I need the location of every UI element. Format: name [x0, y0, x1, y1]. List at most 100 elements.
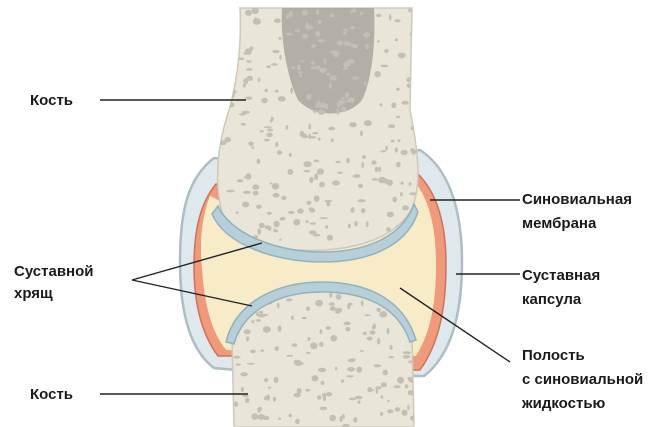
upper-bone: [212, 7, 422, 262]
bone-pore: [377, 40, 380, 42]
bone-pore: [314, 173, 318, 180]
bone-pore: [387, 212, 394, 218]
bone-pore: [264, 126, 272, 128]
bone-pore: [410, 31, 415, 37]
bone-pore: [224, 86, 227, 91]
bone-pore: [388, 124, 395, 128]
bone-pore: [380, 65, 388, 68]
bone-pore: [375, 167, 379, 172]
bone-pore: [360, 130, 363, 136]
bone-pore: [372, 325, 375, 329]
bone-pore: [314, 195, 320, 201]
bone-pore: [347, 59, 355, 63]
bone-pore: [309, 230, 317, 234]
label-synovial-membrane: Синовиальная мембрана: [522, 191, 636, 232]
bone-pore: [313, 234, 321, 237]
bone-pore: [273, 397, 276, 402]
bone-pore: [260, 130, 264, 132]
bone-pore: [350, 210, 354, 213]
bone-pore: [279, 55, 281, 60]
bone-pore: [266, 133, 272, 138]
bone-pore: [246, 336, 249, 341]
bone-pore: [411, 149, 416, 154]
bone-pore: [358, 199, 366, 202]
bone-pore: [348, 224, 351, 229]
bone-pore: [413, 50, 416, 52]
bone-pore: [387, 400, 390, 402]
bone-pore: [224, 43, 231, 48]
bone-pore: [286, 298, 293, 301]
bone-pore: [345, 327, 350, 331]
bone-pore: [234, 59, 237, 63]
bone-pore: [298, 71, 304, 73]
bone-pore: [293, 219, 300, 225]
label-cartilage-line1: Суставной: [14, 263, 94, 280]
bone-pore: [402, 205, 409, 210]
bone-pore: [330, 75, 337, 81]
bone-pore: [330, 14, 334, 18]
bone-pore: [257, 414, 265, 420]
bone-pore: [401, 101, 408, 105]
bone-pore: [409, 182, 412, 186]
bone-pore: [328, 127, 335, 131]
bone-pore: [251, 413, 258, 420]
bone-pore: [231, 67, 236, 72]
bone-pore: [361, 300, 364, 306]
bone-pore: [279, 239, 281, 241]
bone-pore: [366, 221, 369, 227]
bone-pore: [259, 223, 265, 229]
bone-pore: [275, 142, 278, 147]
bone-pore: [289, 153, 292, 157]
bone-pore: [317, 168, 324, 174]
bone-pore: [353, 417, 357, 423]
bone-pore: [306, 22, 309, 28]
bone-pore: [413, 74, 416, 77]
bone-pore: [304, 161, 312, 167]
bone-pore: [335, 367, 338, 371]
bone-pore: [411, 126, 414, 130]
bone-pore: [288, 414, 292, 417]
bone-pore: [300, 131, 305, 137]
bone-pore: [244, 329, 251, 334]
bone-pore: [361, 208, 366, 213]
bone-pore: [377, 338, 380, 345]
label-bone-bottom: Кость: [30, 386, 73, 403]
label-cavity-line3: жидкостью: [521, 395, 606, 412]
bone-pore: [235, 364, 241, 366]
bone-pore: [320, 329, 323, 334]
bone-pore: [303, 170, 310, 172]
bone-pore: [394, 385, 401, 388]
bone-pore: [278, 37, 281, 40]
bone-pore: [252, 184, 259, 189]
bone-pore: [338, 100, 345, 105]
bone-pore: [326, 326, 331, 329]
bone-pore: [313, 110, 318, 113]
bone-pore: [236, 211, 239, 213]
label-joint-capsule: Суставная капсула: [522, 267, 604, 308]
bone-pore: [392, 197, 397, 203]
bone-pore: [264, 89, 268, 93]
bone-pore: [297, 208, 304, 213]
bone-pore: [297, 388, 302, 394]
bone-pore: [395, 147, 398, 153]
bone-pore: [221, 87, 228, 89]
bone-pore: [310, 342, 317, 349]
bone-pore: [242, 395, 248, 398]
bone-pore: [306, 306, 310, 311]
bone-pore: [300, 60, 305, 62]
bone-pore: [337, 40, 343, 45]
bone-pore: [286, 33, 293, 36]
bone-pore: [388, 356, 394, 358]
bone-pore: [315, 31, 320, 37]
bone-pore: [251, 146, 254, 148]
bone-pore: [391, 102, 396, 108]
bone-pore: [408, 390, 416, 395]
bone-pore: [295, 419, 300, 424]
bone-pore: [314, 160, 320, 163]
bone-pore: [352, 76, 359, 80]
bone-pore: [251, 320, 254, 323]
bone-pore: [243, 191, 251, 194]
bone-pore: [341, 106, 346, 112]
bone-pore: [219, 121, 224, 123]
bone-pore: [289, 11, 293, 17]
